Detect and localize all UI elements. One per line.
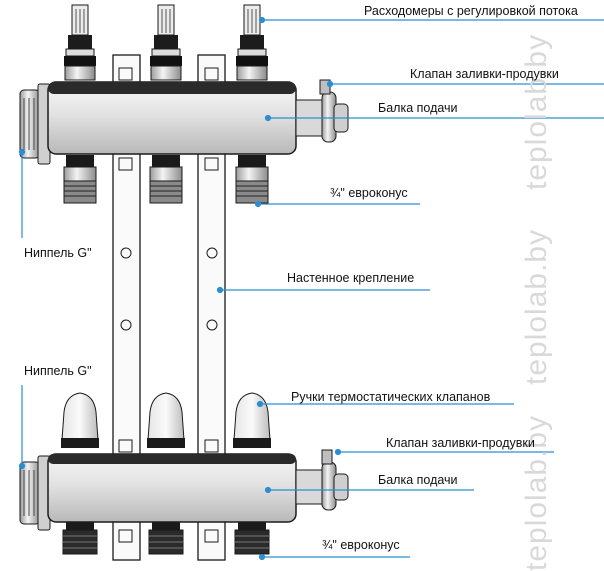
label-eurocone-bottom: ¾" евроконус (322, 538, 400, 552)
label-beam-top: Балка подачи (378, 101, 458, 115)
label-valve-top: Клапан заливки-продувки (410, 67, 559, 81)
label-eurocone-top: ¾" евроконус (330, 186, 408, 200)
label-beam-bottom: Балка подачи (378, 473, 458, 487)
label-nipple-bottom: Ниппель G" (24, 364, 92, 378)
supply-beam-bottom (19, 449, 349, 531)
eurocone-fittings-bottom (62, 522, 270, 555)
eurocone-fittings-top (63, 155, 269, 204)
leader-lines (18, 16, 604, 561)
thermostatic-knobs (61, 392, 271, 448)
label-wall-mount: Настенное крепление (287, 271, 415, 285)
supply-beam-top (19, 79, 349, 165)
label-flowmeters: Расходомеры с регулировкой потока (364, 4, 578, 18)
label-valve-bottom: Клапан заливки-продувки (386, 436, 535, 450)
label-nipple-top: Ниппель G" (24, 246, 92, 260)
watermark: teplolab.by (520, 33, 553, 190)
flowmeters (64, 4, 268, 81)
label-thermo-handles: Ручки термостатических клапанов (291, 390, 491, 404)
watermark: teplolab.by (520, 228, 553, 385)
